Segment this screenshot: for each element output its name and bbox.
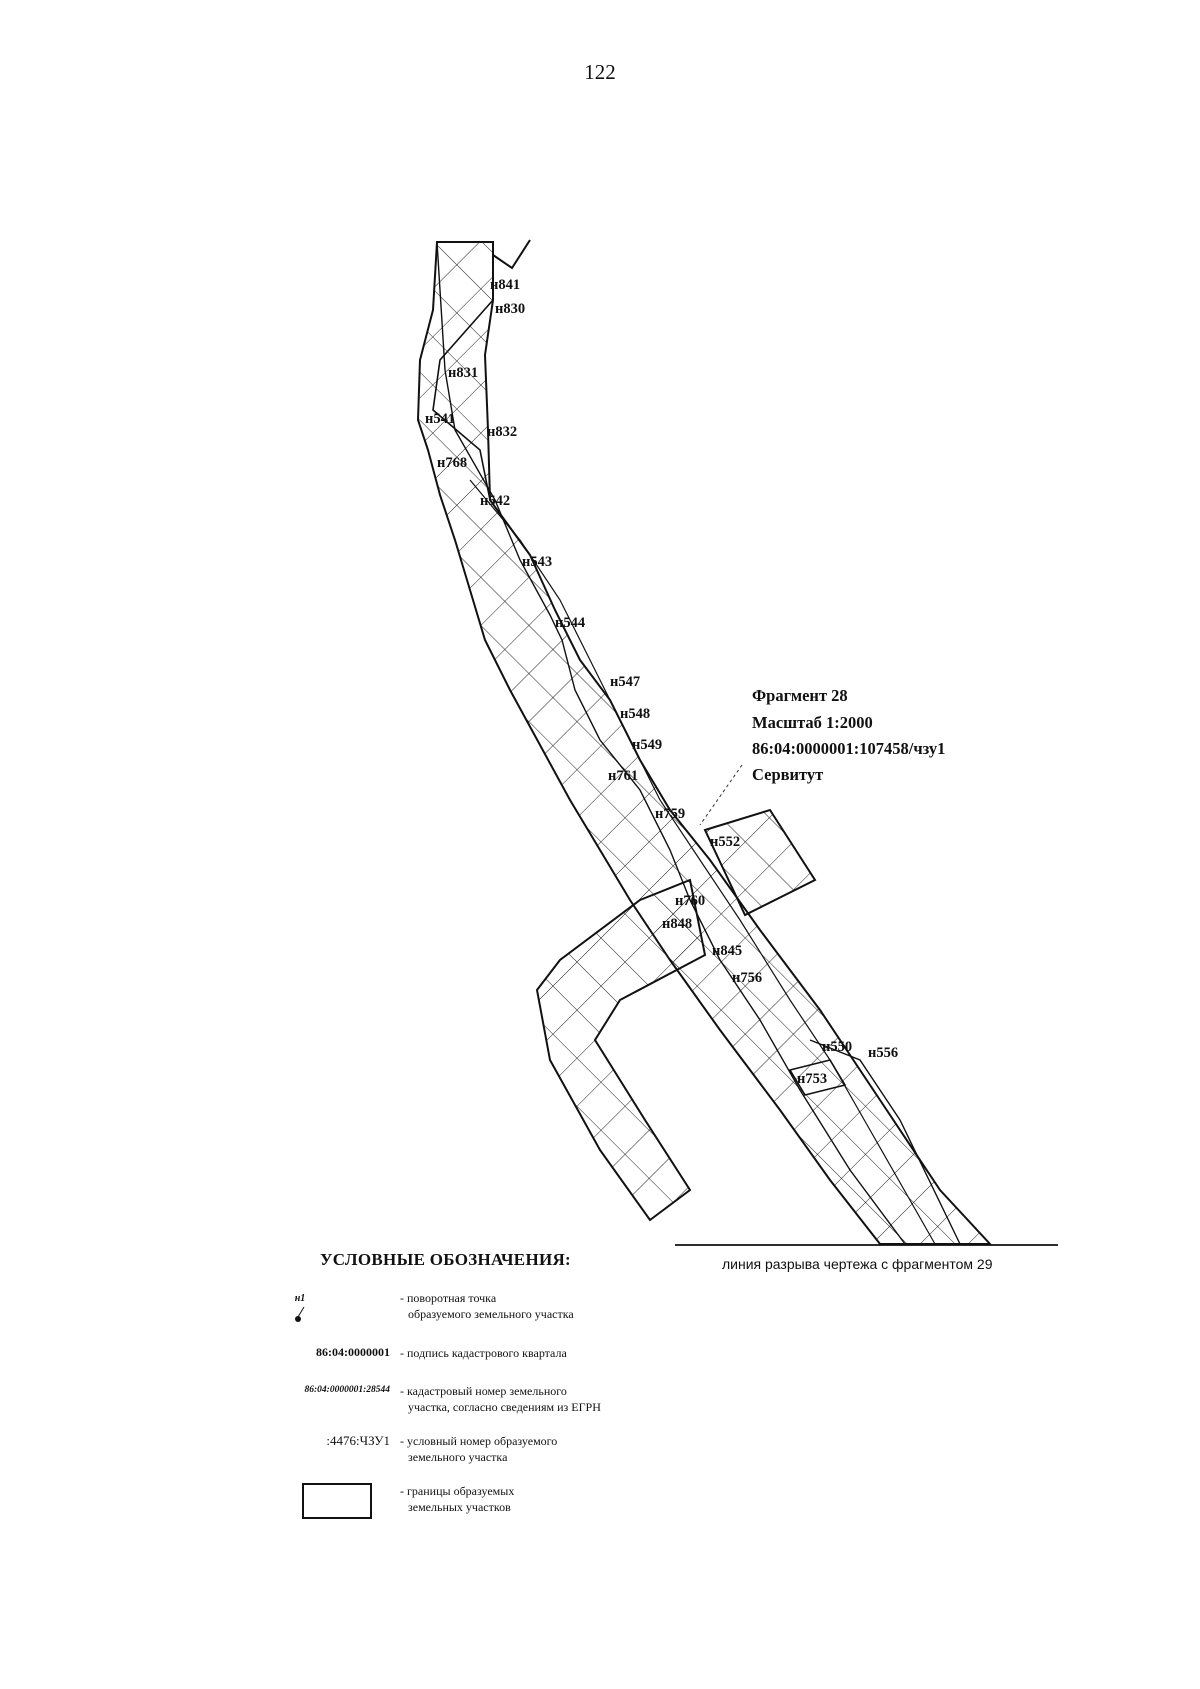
parcel-block-left (535, 878, 707, 1222)
point-label: н760 (675, 893, 705, 909)
parcel-small-bottom (788, 1059, 847, 1096)
legend-symbol-conditional: :4476:ЧЗУ1 (326, 1433, 390, 1448)
legend-symbol-point-label: н1 (294, 1293, 306, 1304)
boundary-box-icon (302, 1483, 372, 1519)
point-label: н550 (822, 1039, 852, 1055)
point-label: н845 (712, 943, 742, 959)
fragment-parcel-number: 86:04:0000001:107458/чзу1 (752, 739, 945, 758)
point-label: н831 (448, 365, 478, 381)
legend-symbol-cadastral-number: 86:04:0000001:28544 (304, 1385, 391, 1395)
cadastral-map: н841 н830 н831 н541 н832 н768 н542 н543 … (416, 239, 1058, 1246)
page-number: 122 (584, 60, 616, 84)
point-label: н756 (732, 970, 762, 986)
legend-desc-line: - условный номер образуемого (400, 1434, 558, 1448)
legend-item-boundaries: - границы образуемых земельных участков (240, 1483, 740, 1523)
legend-desc-line: - подпись кадастрового квартала (400, 1346, 567, 1360)
legend-desc-line: земельных участков (408, 1500, 511, 1514)
point-label: н542 (480, 493, 510, 509)
point-label: н832 (487, 424, 517, 440)
point-label: н848 (662, 916, 692, 932)
point-label: н830 (495, 301, 525, 317)
point-label: н761 (608, 768, 638, 784)
point-label: н543 (522, 554, 552, 570)
point-label: н549 (632, 737, 662, 753)
fragment-title: Фрагмент 28 (752, 686, 848, 705)
point-label: н548 (620, 706, 650, 722)
fragment-leader-line (699, 764, 743, 826)
legend-title: УСЛОВНЫЕ ОБОЗНАЧЕНИЯ: (320, 1250, 572, 1269)
legend-desc-line: участка, согласно сведениям из ЕГРН (408, 1400, 601, 1414)
legend-symbol-quarter: 86:04:0000001 (316, 1345, 390, 1359)
turning-point-icon (295, 1306, 305, 1322)
legend-item-turning-point: н1 - поворотная точка образуемого земель… (240, 1290, 740, 1330)
legend-item-conditional-number: :4476:ЧЗУ1 - условный номер образуемого … (240, 1433, 740, 1473)
legend-desc-line: образуемого земельного участка (408, 1307, 574, 1321)
point-label: н541 (425, 411, 455, 427)
inner-boundary-1 (432, 299, 494, 501)
inner-boundary-2 (436, 241, 906, 1245)
fragment-type: Сервитут (752, 765, 823, 784)
break-line-label: линия разрыва чертежа с фрагментом 29 (722, 1256, 993, 1272)
point-label: н547 (610, 674, 640, 690)
point-label: н759 (655, 806, 685, 822)
inner-boundary-bottom (809, 1039, 961, 1245)
point-label: н841 (490, 277, 520, 293)
point-label: н552 (710, 834, 740, 850)
point-label: н544 (555, 615, 585, 631)
legend-item-cadastral-number: 86:04:0000001:28544 - кадастровый номер … (240, 1383, 740, 1423)
parcel-block-right (703, 808, 817, 917)
point-label: н768 (437, 455, 467, 471)
legend-item-cadastral-quarter: 86:04:0000001 - подпись кадастрового ква… (240, 1345, 740, 1385)
legend-desc-line: - поворотная точка (400, 1291, 497, 1305)
fragment-scale: Масштаб 1:2000 (752, 713, 873, 732)
point-label: н753 (797, 1071, 827, 1087)
point-label: н556 (868, 1045, 898, 1061)
legend-desc-line: - границы образуемых (400, 1484, 515, 1498)
top-parcel-edge (492, 239, 531, 270)
legend-desc-line: - кадастровый номер земельного (400, 1384, 567, 1398)
legend-desc-line: земельного участка (408, 1450, 508, 1464)
